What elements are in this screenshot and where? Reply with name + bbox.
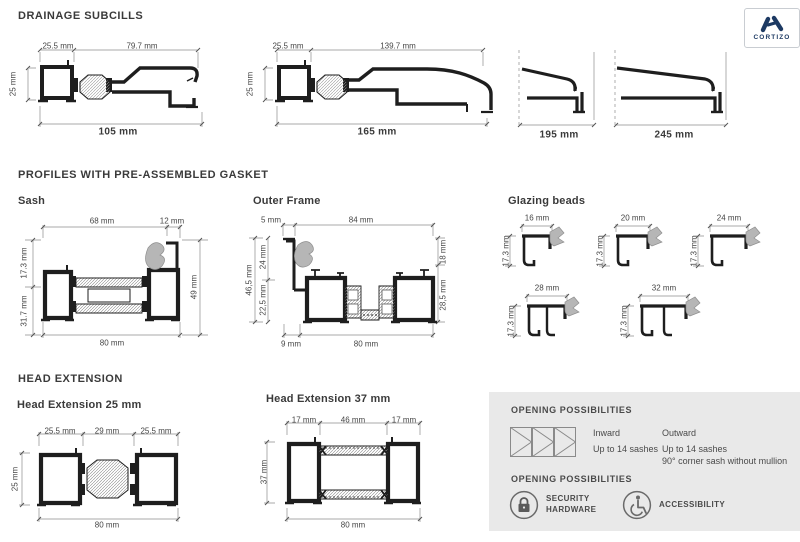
dim-label: 5 mm — [261, 215, 281, 225]
dim-label: 25.5 mm — [272, 41, 304, 51]
accessibility-label: ACCESSIBILITY — [659, 500, 726, 509]
sash-opening-icon — [510, 427, 576, 457]
panel-title-opening-2: OPENING POSSIBILITIES — [511, 474, 633, 484]
dim-label: 25.5 mm — [42, 41, 74, 51]
panel-title-opening: OPENING POSSIBILITIES — [511, 405, 633, 415]
dim-label: 17.3 mm — [506, 305, 516, 337]
dim-label: 25 mm — [8, 71, 18, 97]
dim-label: 17 mm — [291, 415, 317, 425]
dim-label: 37 mm — [259, 459, 269, 485]
dim-label: 80 mm — [353, 339, 379, 349]
dim-label: 28 mm — [534, 283, 560, 293]
dim-label: 17.3 mm — [501, 235, 511, 267]
cortizo-logo-mark — [760, 15, 784, 33]
dim-label: 25.5 mm — [140, 426, 172, 436]
dim-label: 20 mm — [620, 213, 646, 223]
dim-label: 9 mm — [281, 339, 301, 349]
glazing-bead-20-drawing — [599, 223, 663, 269]
dim-label: 17 mm — [391, 415, 417, 425]
outer-frame-profile-drawing — [249, 222, 445, 338]
cortizo-logo: CORTIZO — [744, 8, 800, 48]
glazing-bead-32-drawing — [623, 293, 701, 339]
outward-desc-1: Up to 14 sashes — [662, 444, 728, 454]
security-hardware-icon — [509, 490, 539, 520]
subtitle-glazing-beads: Glazing beads — [508, 195, 586, 207]
dim-label: 17.3 mm — [619, 305, 629, 337]
dim-label: 31.7 mm — [19, 295, 29, 327]
outward-label: Outward — [662, 428, 697, 438]
inward-desc: Up to 14 sashes — [593, 444, 659, 454]
drainage-subcill-105-drawing — [25, 47, 205, 127]
dim-label: 46,5 mm — [244, 264, 254, 296]
dim-label: 80 mm — [340, 520, 366, 530]
dim-label: 28,5 mm — [438, 279, 448, 311]
dim-label: 68 mm — [89, 216, 115, 226]
head-extension-25-drawing — [19, 431, 181, 522]
total-width-label: 105 mm — [98, 126, 138, 138]
dim-label: 29 mm — [94, 426, 120, 436]
glazing-bead-28-drawing — [510, 293, 580, 339]
dim-label: 17.3 mm — [689, 235, 699, 267]
dim-label: 12 mm — [159, 216, 185, 226]
dim-label: 17.3 mm — [595, 235, 605, 267]
dim-label: 16 mm — [524, 213, 550, 223]
dim-label: 32 mm — [651, 283, 677, 293]
total-width-label: 195 mm — [539, 129, 579, 141]
sash-profile-drawing — [25, 224, 208, 338]
dim-label: 139.7 mm — [380, 41, 416, 51]
dim-label: 80 mm — [94, 520, 120, 530]
security-label-line2: HARDWARE — [546, 505, 597, 514]
section-title-head-extension: HEAD EXTENSION — [18, 373, 123, 385]
glazing-bead-16-drawing — [505, 223, 565, 269]
glazing-bead-24-drawing — [693, 223, 761, 269]
drainage-subcill-165-drawing — [262, 47, 493, 127]
dim-label: 18 mm — [438, 239, 448, 265]
dim-label: 24 mm — [716, 213, 742, 223]
subtitle-head-25: Head Extension 25 mm — [17, 399, 142, 411]
total-width-label: 245 mm — [654, 129, 694, 141]
subtitle-outer-frame: Outer Frame — [253, 195, 321, 207]
subtitle-head-37: Head Extension 37 mm — [266, 393, 391, 405]
head-extension-37-drawing — [264, 420, 423, 522]
dim-label: 24 mm — [258, 244, 268, 270]
cortizo-logo-text: CORTIZO — [753, 34, 791, 41]
drainage-subcill-195-drawing — [517, 50, 597, 128]
dim-label: 46 mm — [340, 415, 366, 425]
section-title-gasket: PROFILES WITH PRE-ASSEMBLED GASKET — [18, 169, 269, 181]
drainage-subcill-245-drawing — [613, 50, 729, 128]
section-title-drainage: DRAINAGE SUBCILLS — [18, 10, 144, 22]
inward-label: Inward — [593, 428, 621, 438]
dim-label: 25 mm — [10, 466, 20, 492]
dim-label: 25 mm — [245, 71, 255, 97]
accessibility-icon — [622, 490, 652, 520]
dim-label: 79.7 mm — [126, 41, 158, 51]
dim-label: 25.5 mm — [44, 426, 76, 436]
dim-label: 80 mm — [99, 338, 125, 348]
dim-label: 22,5 mm — [258, 284, 268, 316]
subtitle-sash: Sash — [18, 195, 46, 207]
dim-label: 84 mm — [348, 215, 374, 225]
security-label-line1: SECURITY — [546, 494, 590, 503]
outward-desc-2: 90° corner sash without mullion — [662, 456, 788, 466]
dim-label: 17.3 mm — [19, 247, 29, 279]
opening-possibilities-panel: OPENING POSSIBILITIES Inward Up to 14 sa… — [489, 392, 800, 531]
dim-label: 49 mm — [189, 274, 199, 300]
total-width-label: 165 mm — [357, 126, 397, 138]
